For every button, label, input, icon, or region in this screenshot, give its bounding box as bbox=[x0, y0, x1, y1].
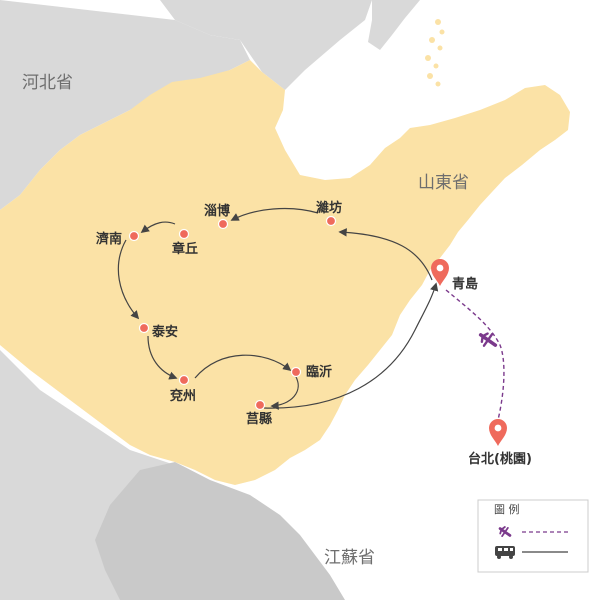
region-label-hebei: 河北省 bbox=[22, 73, 73, 93]
west-land bbox=[0, 0, 250, 210]
region-label-shandong: 山東省 bbox=[418, 173, 469, 193]
legend-box bbox=[477, 499, 589, 573]
city-dot-linyi bbox=[290, 366, 302, 378]
city-label-zibo: 淄博 bbox=[204, 203, 230, 219]
jiangsu-land bbox=[95, 462, 345, 600]
city-dot-jinan bbox=[128, 230, 140, 242]
islands bbox=[425, 19, 445, 87]
route-taian-yanzhou bbox=[147, 335, 178, 380]
bus-icon bbox=[495, 546, 515, 559]
airplane-icon bbox=[478, 332, 498, 347]
route-yanzhou-linyi bbox=[194, 354, 292, 379]
city-label-taipei: 台北(桃園) bbox=[468, 451, 532, 467]
city-dot-zibo bbox=[217, 218, 229, 230]
bus-routes bbox=[117, 207, 439, 410]
route-qingdao-weifang bbox=[338, 228, 433, 281]
city-label-juxian: 莒縣 bbox=[246, 411, 272, 427]
city-dot-yanzhou bbox=[178, 374, 190, 386]
route-jinan-taian bbox=[117, 239, 140, 320]
shandong-province bbox=[0, 60, 570, 485]
route-weifang-zibo bbox=[230, 207, 319, 221]
city-label-linyi: 臨沂 bbox=[306, 364, 332, 380]
northeast-land bbox=[368, 0, 420, 50]
city-label-yanzhou: 兗州 bbox=[169, 388, 196, 404]
location-pin-icon bbox=[489, 419, 507, 446]
flight-route bbox=[445, 289, 505, 421]
city-label-jinan: 濟南 bbox=[96, 231, 122, 247]
route-juxian-qingdao bbox=[263, 282, 439, 409]
city-dot-zhangqiu bbox=[178, 228, 190, 240]
city-dot-juxian bbox=[254, 399, 266, 411]
legend: 圖 例 bbox=[477, 499, 589, 573]
airplane-icon bbox=[498, 526, 512, 537]
southwest-land bbox=[0, 210, 340, 600]
legend-title: 圖 例 bbox=[494, 502, 520, 516]
region-label-jiangsu: 江蘇省 bbox=[324, 548, 375, 568]
city-label-qingdao: 青島 bbox=[452, 276, 478, 292]
city-dot-taian bbox=[138, 322, 150, 334]
city-label-weifang: 濰坊 bbox=[315, 200, 342, 216]
city-label-zhangqiu: 章丘 bbox=[172, 241, 198, 257]
city-dots bbox=[128, 215, 337, 411]
route-zhangqiu-jinan bbox=[140, 221, 176, 234]
city-label-taian: 泰安 bbox=[151, 324, 178, 340]
route-linyi-juxian bbox=[270, 374, 299, 410]
location-pin-icon bbox=[431, 259, 449, 286]
city-dot-weifang bbox=[325, 215, 337, 227]
northern-land bbox=[0, 0, 372, 90]
